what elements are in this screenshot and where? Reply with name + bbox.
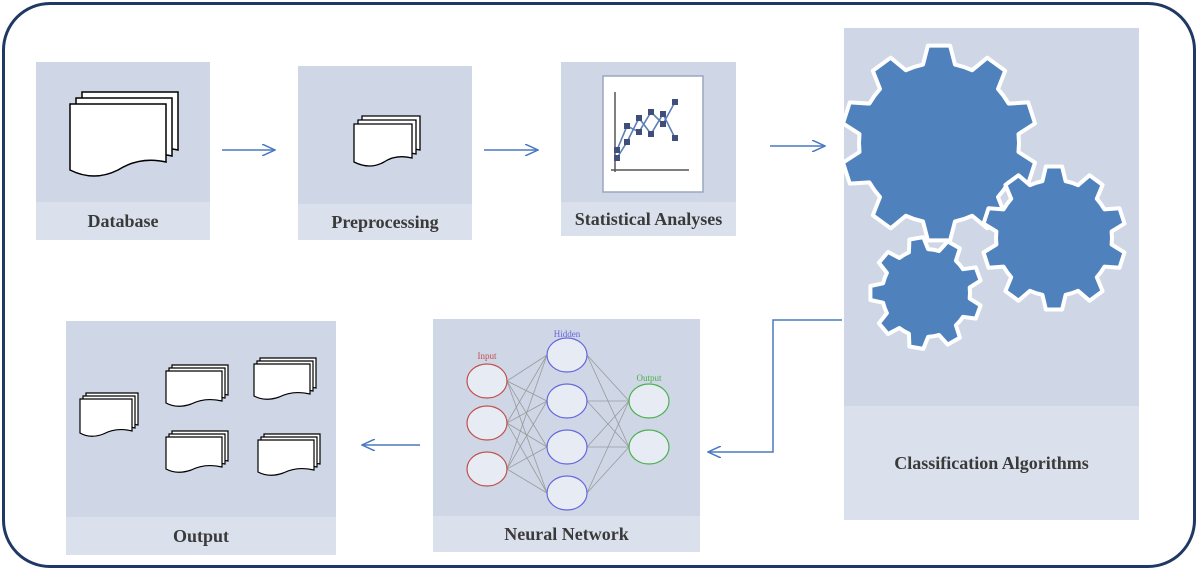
nn-input-node [466,451,508,487]
nn-input-label: Input [478,351,497,361]
line-chart-icon [602,75,704,193]
database-box: Database [36,62,210,240]
nn-hidden-label: Hidden [554,329,581,339]
document-stack-icon [253,357,317,400]
arrow-classification-to-neural [708,319,842,452]
classification-label: Classification Algorithms [844,406,1139,520]
statistical-box: Statistical Analyses [561,62,736,236]
nn-hidden-node [546,429,588,465]
gears-icon [844,43,1127,351]
nn-connections [506,354,630,494]
output-box: Output [66,321,336,555]
gear-medium-icon [981,164,1127,312]
statistical-label: Statistical Analyses [561,202,736,236]
gear-small-icon [868,235,983,351]
nn-hidden-node [546,383,588,419]
document-stack-icon [165,430,229,473]
neural-network-label: Neural Network [433,516,700,552]
documents-icon [69,91,179,177]
documents-icon [79,357,321,476]
document-stack-icon [257,433,321,476]
document-stack-icon [165,364,229,407]
preprocessing-box: Preprocessing [298,66,472,240]
document-stack-icon [79,392,139,437]
output-label: Output [66,517,336,555]
database-label: Database [36,202,210,240]
nn-hidden-node [546,475,588,511]
nn-hidden-node [546,337,588,373]
nn-output-node [628,429,670,465]
nn-input-node [466,405,508,441]
neural-network-icon: Input Hidden Output [466,329,670,511]
documents-icon [353,115,421,167]
nn-output-label: Output [636,373,662,383]
classification-box: Classification Algorithms [844,28,1139,520]
preprocessing-label: Preprocessing [298,204,472,240]
neural-network-box: Input Hidden Output Neural Network [433,319,700,552]
nn-input-node [466,363,508,399]
nn-output-node [628,383,670,419]
